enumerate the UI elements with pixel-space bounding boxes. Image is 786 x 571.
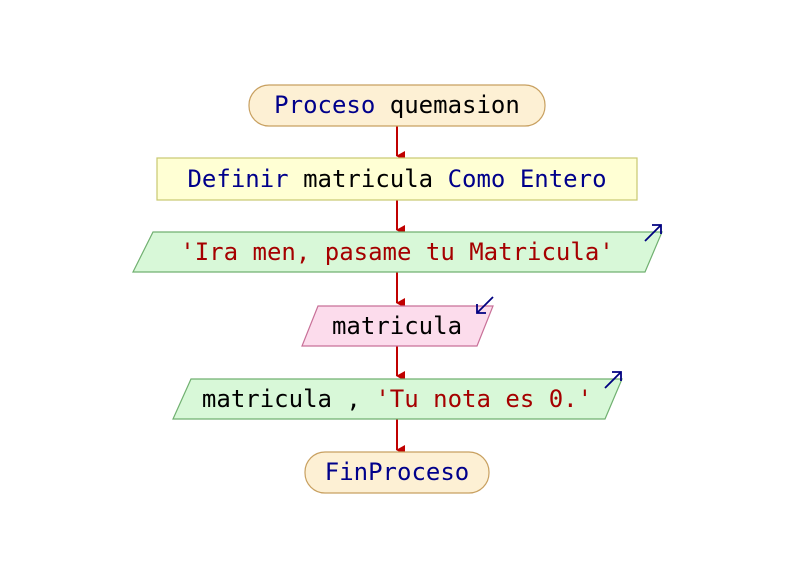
type-keyword: Entero xyxy=(520,165,607,193)
define-variable: matricula xyxy=(303,165,433,193)
define-keyword: Definir xyxy=(187,165,288,193)
output-node-2[interactable]: matricula , 'Tu nota es 0.' xyxy=(172,371,623,420)
output1-shape xyxy=(132,231,663,273)
output-arrow-icon xyxy=(604,371,622,389)
define-node[interactable]: Definir matricula Como Entero xyxy=(156,157,638,201)
input-arrow-icon xyxy=(476,296,494,314)
input-node[interactable]: matricula xyxy=(301,296,494,347)
input-shape xyxy=(301,305,494,347)
end-label: FinProceso xyxy=(325,458,470,486)
output1-label: 'Ira men, pasame tu Matricula' xyxy=(180,238,613,266)
input-label: matricula xyxy=(332,312,462,340)
output2-string: 'Tu nota es 0.' xyxy=(375,385,592,413)
output-arrow-icon xyxy=(644,224,662,242)
output2-variable: matricula xyxy=(202,385,332,413)
define-shape xyxy=(156,157,638,201)
output-node-1[interactable]: 'Ira men, pasame tu Matricula' xyxy=(132,224,663,273)
output1-string: 'Ira men, pasame tu Matricula' xyxy=(180,238,613,266)
output2-separator: , xyxy=(346,385,360,413)
start-keyword: Proceso xyxy=(274,91,375,119)
input-variable: matricula xyxy=(332,312,462,340)
start-node[interactable]: Proceso quemasion xyxy=(248,84,546,127)
como-keyword: Como xyxy=(448,165,506,193)
start-label: Proceso quemasion xyxy=(274,91,520,119)
define-label: Definir matricula Como Entero xyxy=(187,165,606,193)
output2-label: matricula , 'Tu nota es 0.' xyxy=(202,385,592,413)
end-node[interactable]: FinProceso xyxy=(304,451,490,494)
end-keyword: FinProceso xyxy=(325,458,470,486)
start-terminal-shape xyxy=(248,84,546,127)
output2-shape xyxy=(172,378,623,420)
end-terminal-shape xyxy=(304,451,490,494)
process-name: quemasion xyxy=(390,91,520,119)
